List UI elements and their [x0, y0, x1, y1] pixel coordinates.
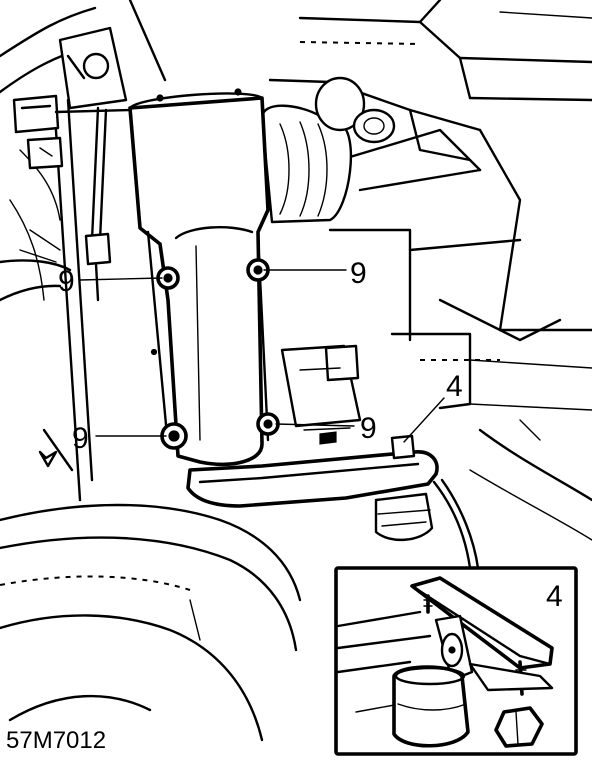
mounting-bracket [186, 434, 439, 542]
servo-cylinder [260, 76, 396, 224]
leader-lines [79, 269, 445, 443]
callout-inset-bracket: 4 [546, 580, 563, 613]
linkage-assembly [12, 26, 132, 302]
figure-reference-code: 57M7012 [6, 727, 106, 754]
mounting-bolts [156, 258, 280, 450]
callout-bolt-top-right: 9 [350, 257, 367, 290]
callout-bolt-bottom-right: 9 [360, 412, 377, 445]
callout-bolt-top-left: 9 [58, 265, 75, 298]
detail-inset: 4 [334, 478, 578, 756]
callout-mounting-bracket: 4 [446, 370, 463, 403]
steering-box-body [128, 88, 270, 466]
side-bracket [280, 344, 362, 445]
chassis-background [0, 0, 592, 742]
callout-bolt-bottom-left: 9 [72, 422, 89, 455]
